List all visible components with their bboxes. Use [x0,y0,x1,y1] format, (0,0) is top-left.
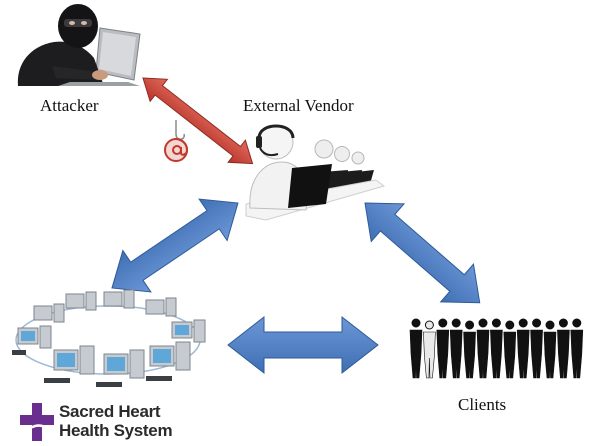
person-silhouette [436,318,450,379]
person-silhouette [516,318,530,379]
person-silhouette [409,318,423,379]
person-silhouette [423,320,436,379]
hooded-hacker-laptop-icon [17,4,141,86]
person-silhouette [449,318,463,379]
vendor-clients-arrow [364,202,481,304]
call-center-agents-icon [245,124,386,221]
people-silhouettes-icon [409,318,584,379]
person-silhouette [463,320,476,379]
person-silhouette [490,318,503,379]
attacker-label: Attacker [40,96,99,115]
hospital-clients-arrow [227,315,379,375]
person-silhouette [503,320,517,379]
logo-line-1: Sacred Heart [59,402,161,421]
phishing-hook-at-icon [164,120,189,162]
purple-cross-logo-icon [20,403,54,441]
logo-line-2: Health System [59,421,173,440]
vendor-hospital-arrow [111,198,239,293]
external-vendor-label: External Vendor [243,96,354,115]
attack-link-arrow [142,77,254,165]
person-silhouette [557,318,570,379]
clients-label: Clients [458,395,507,414]
networked-computers-icon [12,289,206,387]
person-silhouette [530,318,543,379]
person-silhouette [476,318,490,379]
person-silhouette [543,320,557,379]
person-silhouette [570,318,584,379]
